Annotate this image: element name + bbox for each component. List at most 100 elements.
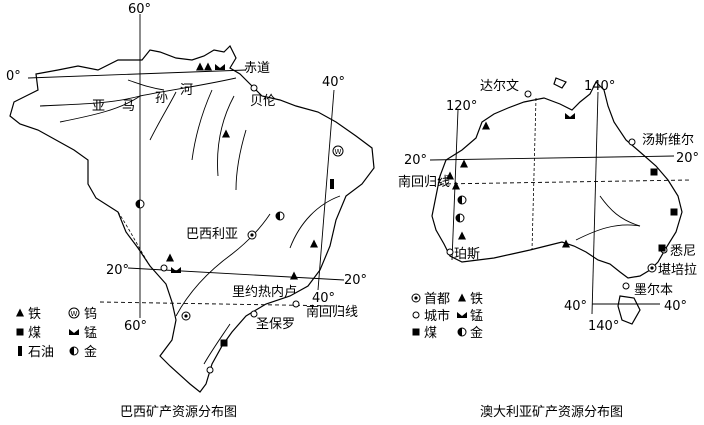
meridian-40-bottom-label: 40°: [312, 291, 335, 306]
tungsten-icon: [68, 307, 80, 319]
darwin-label: 达尔文: [480, 79, 519, 94]
parallel-20s: [429, 155, 675, 161]
iron-symbol: [452, 181, 460, 190]
parallel-20-right-label: 20°: [676, 151, 699, 166]
legend-label: 锰: [470, 309, 483, 324]
melbourne-city-marker: [622, 282, 630, 290]
city-marker: [160, 264, 168, 272]
amazon-label-3: 孙: [155, 91, 168, 106]
parallel-20-left-label: 20°: [106, 263, 129, 278]
amazon-tributary: [149, 91, 177, 141]
saopaulo-city-marker: [250, 310, 258, 318]
amazon-tributary: [59, 95, 141, 123]
parallel-40-right-label: 40°: [664, 299, 687, 314]
amazon-tributary: [191, 89, 213, 161]
iron-symbol: [196, 62, 204, 71]
state-border: [531, 97, 537, 251]
meridian-40w: [317, 89, 335, 291]
amazon-label-4: 河: [180, 83, 193, 98]
legend-label: 煤: [28, 326, 41, 341]
amazon-label-1: 亚: [92, 99, 105, 114]
murray-river: [575, 224, 641, 241]
river: [599, 195, 641, 227]
gold-symbol: [457, 195, 467, 205]
rio-city-marker: [292, 300, 300, 308]
meridian-60-label: 60°: [128, 2, 151, 17]
equator-line: [27, 69, 247, 79]
legend-label: 煤: [424, 326, 437, 341]
brazil-legend: 铁 钨 煤 锰 石油 金: [16, 306, 97, 360]
city-marker: [206, 366, 214, 374]
tungsten-symbol: [332, 145, 344, 157]
parallel-20-left-label: 20°: [404, 153, 427, 168]
tasmania-outline: [617, 295, 641, 325]
belem-city-marker: [250, 84, 258, 92]
meridian-120-label: 120°: [446, 99, 477, 114]
brasilia-capital-marker: [247, 230, 257, 240]
oil-icon: [18, 346, 22, 356]
meridian-140-bottom-label: 140°: [588, 319, 619, 334]
canberra-capital-marker: [647, 263, 657, 273]
parana-river: [175, 213, 271, 317]
amazon-label-2: 马: [122, 99, 135, 114]
australia-map: 达尔文 140° 120° 汤斯维尔 20° 20° 南回归线 珀斯 悉尼 堪培…: [398, 77, 699, 420]
legend-label: 石油: [28, 345, 54, 360]
tocantins-river: [217, 95, 235, 177]
manganese-symbol: [171, 267, 181, 273]
sao-francisco-river: [289, 195, 341, 249]
iron-symbol: [460, 159, 468, 168]
tropic-label: 南回归线: [398, 174, 450, 190]
canberra-label: 堪培拉: [658, 262, 697, 278]
legend-label: 城市: [424, 308, 450, 324]
iron-symbol: [458, 231, 466, 240]
equator-degree-label: 0°: [6, 69, 21, 84]
iron-symbol: [482, 121, 490, 130]
rio-label: 里约热内卢: [232, 284, 297, 300]
belem-label: 贝伦: [250, 94, 276, 109]
tropic-label: 南回归线: [306, 304, 358, 320]
gold-icon: [457, 327, 467, 337]
capital-icon: [411, 293, 421, 303]
gold-symbol: [275, 211, 285, 221]
legend-label: 钨: [84, 306, 97, 322]
tropic-capricorn-line: [99, 301, 341, 307]
iron-symbol: [290, 271, 298, 280]
townsville-city-marker: [628, 138, 636, 146]
manganese-symbol: [565, 113, 575, 119]
border-line: [117, 211, 151, 267]
legend-label: 铁: [470, 292, 483, 307]
legend-label: 金: [84, 344, 97, 360]
iron-symbol: [166, 253, 174, 262]
meridian-140e: [591, 91, 599, 315]
island-outline: [553, 77, 567, 89]
iron-icon: [16, 308, 24, 317]
brazil-outline: [9, 44, 375, 393]
coal-icon: [16, 328, 24, 336]
darwin-city-marker: [524, 90, 532, 98]
brasilia-label: 巴西利亚: [186, 227, 238, 242]
meridian-40-label: 40°: [322, 75, 345, 90]
manganese-icon: [457, 312, 467, 318]
saopaulo-label: 圣保罗: [256, 317, 295, 332]
meridian-140-label: 140°: [584, 79, 615, 94]
legend-label: 首都: [424, 292, 450, 307]
legend-label: 铁: [28, 307, 41, 322]
gold-symbol: [455, 213, 465, 223]
coal-symbol: [650, 168, 658, 176]
iron-symbol: [222, 129, 230, 138]
river: [203, 323, 231, 365]
brazil-caption: 巴西矿产资源分布图: [120, 405, 237, 420]
legend-label: 金: [470, 325, 483, 341]
coal-symbol: [220, 339, 228, 347]
australia-outline: [431, 80, 683, 279]
city-icon: [412, 311, 420, 319]
equator-label: 赤道: [244, 61, 270, 76]
oil-symbol: [330, 179, 334, 189]
meridian-60-bottom-label: 60°: [124, 319, 147, 334]
coal-symbol: [670, 208, 678, 216]
townsville-label: 汤斯维尔: [642, 133, 694, 148]
australia-legend: 首都 铁 城市 锰 煤 金: [411, 292, 483, 341]
river: [235, 129, 247, 191]
